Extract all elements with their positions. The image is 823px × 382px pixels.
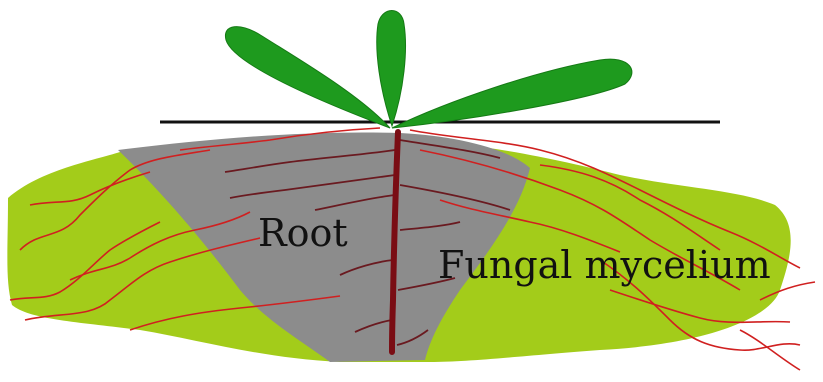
seedling-icon bbox=[225, 11, 631, 129]
root-label: Root bbox=[258, 214, 348, 252]
leaf-right bbox=[392, 59, 632, 128]
leaf-middle bbox=[377, 11, 406, 127]
leaf-left bbox=[225, 27, 390, 128]
fungal-mycelium-label: Fungal mycelium bbox=[438, 246, 771, 284]
